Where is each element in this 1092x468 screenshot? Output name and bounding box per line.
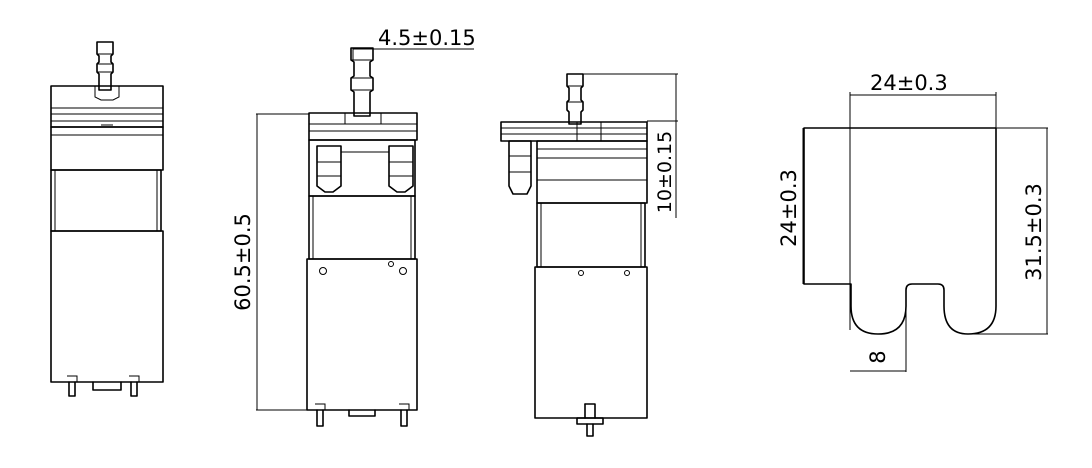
footprint-view	[803, 127, 997, 335]
side-view	[306, 47, 418, 427]
dimension-overall-height: 60.5±0.5	[231, 113, 309, 411]
dimension-port-height: 10±0.15	[575, 73, 678, 218]
dim-label-overall-height: 60.5±0.5	[231, 213, 255, 311]
port-view	[500, 73, 648, 437]
dimension-tab-width: 8	[850, 306, 907, 372]
dim-label-outlet-offset: 4.5±0.15	[378, 26, 476, 50]
dim-label-port-height: 10±0.15	[654, 131, 676, 213]
dim-label-body-width: 24±0.3	[870, 71, 948, 95]
dimension-total-depth: 31.5±0.3	[968, 127, 1048, 335]
front-view	[50, 41, 164, 397]
dimension-body-width: 24±0.3	[849, 71, 997, 330]
dim-label-tab-width: 8	[866, 350, 890, 363]
dimension-outlet-offset: 4.5±0.15	[352, 26, 476, 62]
dim-label-total-depth: 31.5±0.3	[1022, 183, 1046, 281]
dimension-body-depth: 24±0.3	[777, 128, 804, 284]
dim-label-body-depth: 24±0.3	[777, 169, 801, 247]
